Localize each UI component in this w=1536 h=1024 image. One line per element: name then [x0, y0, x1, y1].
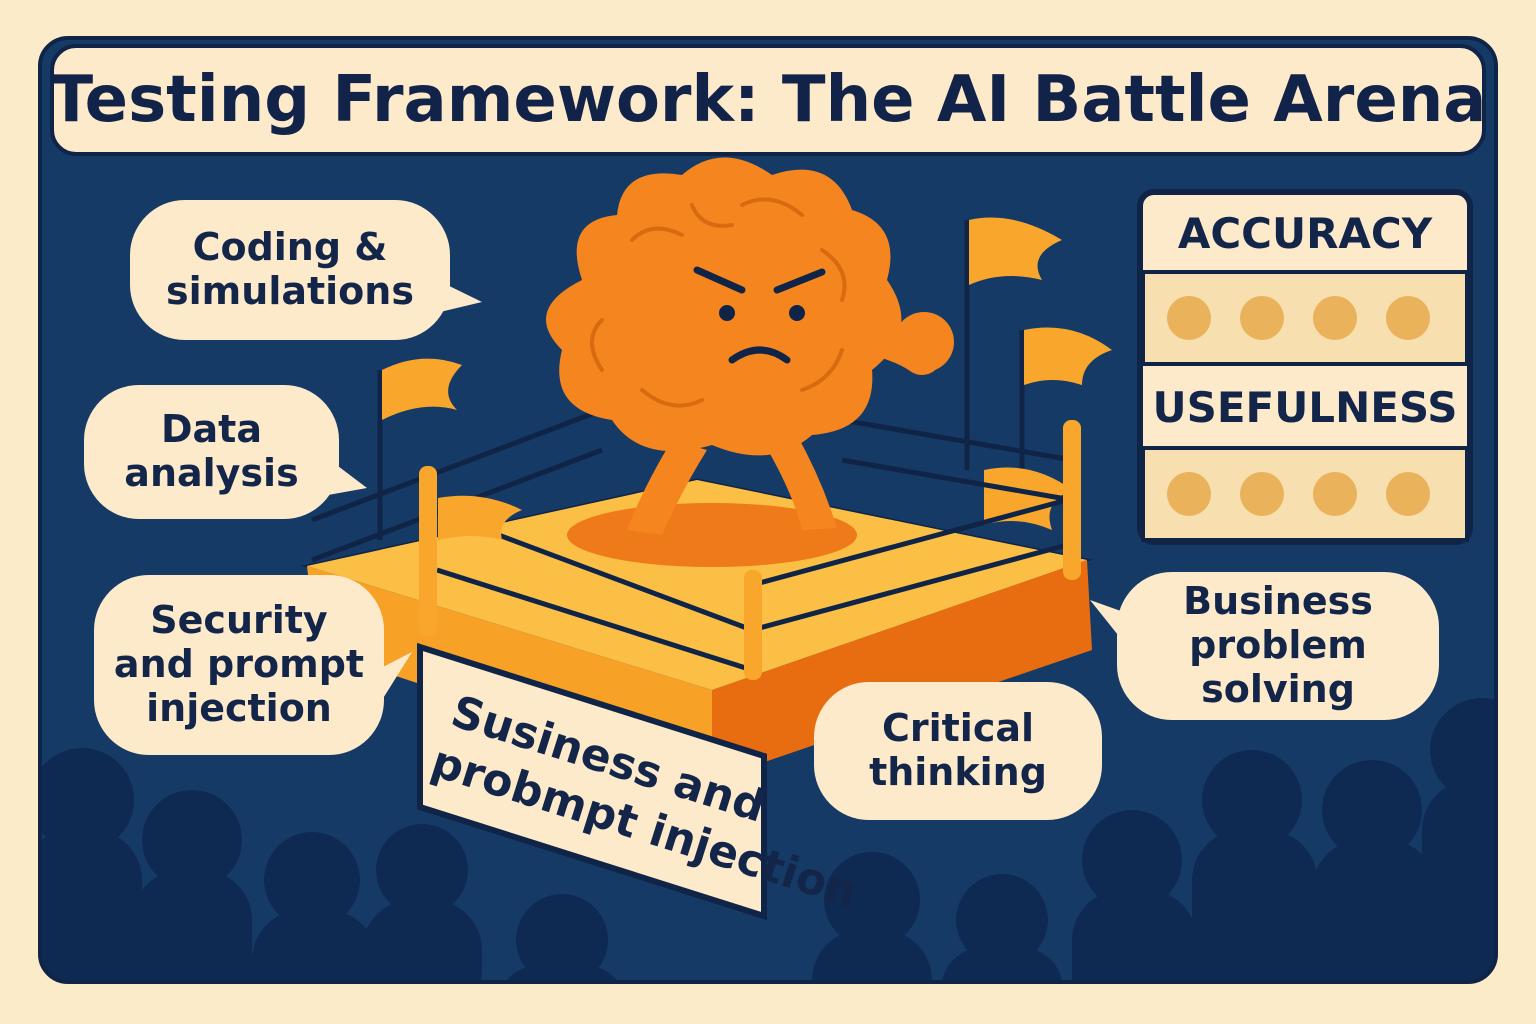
accuracy-label: ACCURACY [1177, 208, 1433, 258]
audience-silhouettes [42, 698, 1494, 980]
usefulness-dot [1167, 472, 1211, 516]
accuracy-dot [1167, 296, 1211, 340]
speech-bubbles [84, 200, 1439, 820]
bubble-business: Business problem solving [1183, 579, 1373, 711]
bubble-coding: Coding & simulations [166, 225, 414, 313]
brain-character [546, 157, 954, 535]
sign-board [417, 642, 767, 921]
arena-illustration [42, 157, 1494, 980]
scoreboard [1137, 189, 1473, 545]
usefulness-label: USEFULNESS [1152, 382, 1458, 432]
arena-panel: Testing Framework: The AI Battle Arena C… [38, 36, 1498, 984]
ring-posts [419, 420, 1081, 680]
ring-front-ropes [431, 497, 1068, 673]
usefulness-rating [1143, 448, 1467, 540]
bubble-critical-thinking: Critical thinking [869, 706, 1047, 794]
title-bar: Testing Framework: The AI Battle Arena [50, 44, 1486, 156]
usefulness-dot [1313, 472, 1357, 516]
front-flag [438, 495, 522, 540]
bubble-data-analysis: Data analysis [124, 407, 299, 495]
page-title: Testing Framework: The AI Battle Arena [49, 63, 1487, 137]
accuracy-dot [1386, 296, 1430, 340]
accuracy-rating [1143, 272, 1467, 364]
accuracy-dot [1240, 296, 1284, 340]
bubble-security: Security and prompt injection [113, 598, 365, 730]
accuracy-dot [1313, 296, 1357, 340]
usefulness-dot [1240, 472, 1284, 516]
usefulness-dot [1386, 472, 1430, 516]
